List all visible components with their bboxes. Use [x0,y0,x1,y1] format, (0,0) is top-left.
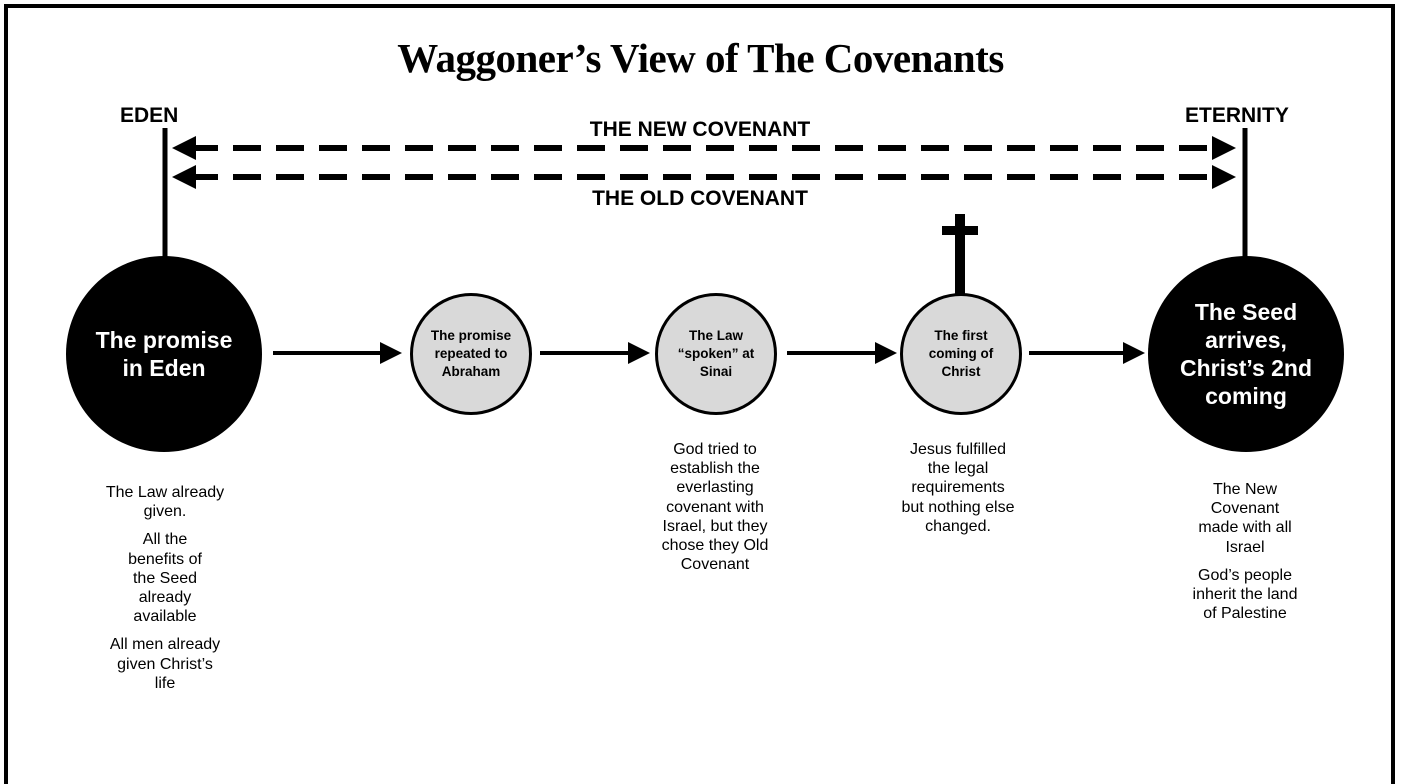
diagram-frame [4,4,1395,784]
note-seed: The New Covenant made with all Israel Go… [1192,481,1298,623]
diagram-title: Waggoner’s View of The Covenants [397,35,1004,81]
arrow-christ-to-seed [1029,342,1145,364]
label-old-covenant: THE OLD COVENANT [592,187,808,210]
old-covenant-arrow [172,165,1236,189]
new-covenant-arrow [172,136,1236,160]
node-promise-to-abraham: The promise repeated to Abraham [410,293,532,415]
arrow-sinai-to-christ [787,342,897,364]
note-christ: Jesus fulfilled the legal requirements b… [901,441,1015,535]
label-new-covenant: THE NEW COVENANT [589,118,811,141]
node-first-coming: The first coming of Christ [900,293,1022,415]
label-eternity: ETERNITY [1185,104,1289,127]
arrow-abraham-to-sinai [540,342,650,364]
cross-icon [942,214,978,296]
node-seed-arrives: The Seed arrives, Christ’s 2nd coming [1148,256,1344,452]
arrow-eden-to-abraham [273,342,402,364]
note-eden: The Law already given. All the benefits … [105,484,225,692]
label-eden: EDEN [120,104,179,127]
node-law-at-sinai: The Law “spoken” at Sinai [655,293,777,415]
node-promise-in-eden: The promise in Eden [66,256,262,452]
note-sinai: God tried to establish the everlasting c… [661,441,769,574]
